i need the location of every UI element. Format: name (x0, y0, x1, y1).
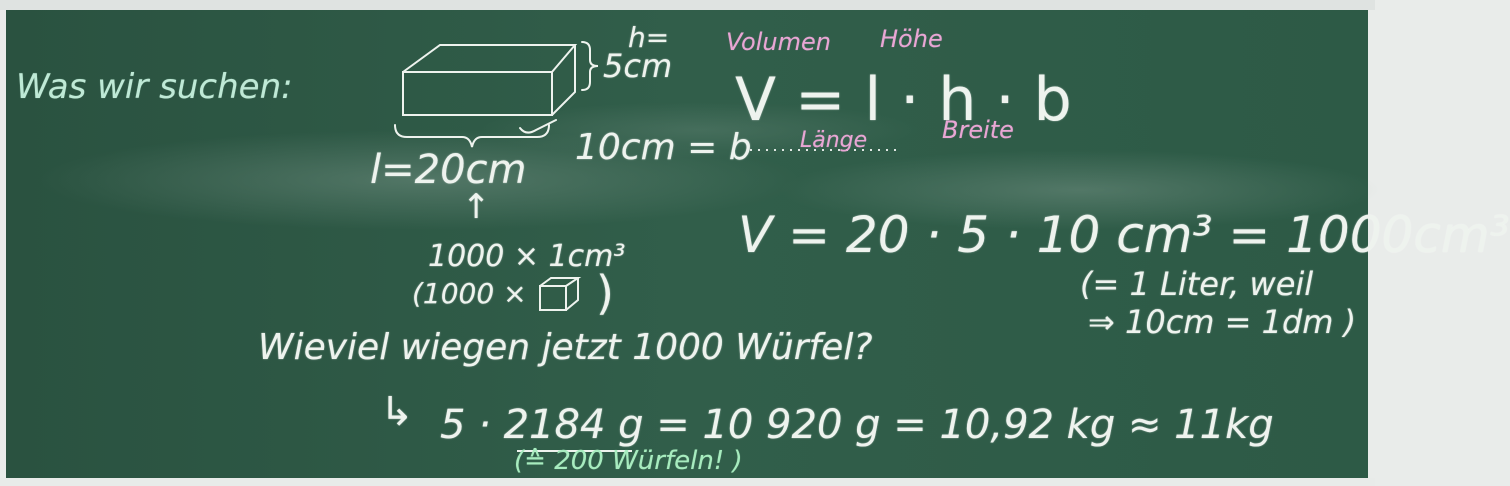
board-frame-bottom (0, 478, 1375, 486)
height-label-value: 5cm (603, 47, 673, 85)
volume-calculation: V = 20 · 5 · 10 cm³ = 1000cm³ (738, 206, 1510, 264)
heading-text: Was wir suchen: (16, 67, 293, 107)
cube-count-line: 1000 × 1cm³ (428, 239, 626, 274)
answer-arrow: ↳ (380, 389, 414, 435)
answer-note: (≙ 200 Würfeln! ) (514, 446, 743, 476)
question-text: Wieviel wiegen jetzt 1000 Würfel? (258, 327, 873, 368)
length-label: l=20cm (370, 147, 527, 193)
hoehe-label: Höhe (880, 25, 943, 53)
height-label-h: h= (628, 21, 670, 54)
answer-line: 5 · 2184 g = 10 920 g = 10,92 kg ≈ 11kg (440, 402, 1274, 448)
volume-formula: V = l · h · b (735, 65, 1072, 135)
liter-note-line1: (= 1 Liter, weil (1080, 265, 1314, 303)
width-label: 10cm = b (575, 127, 752, 168)
board-surface (6, 10, 1368, 478)
up-arrow: ↑ (462, 187, 491, 227)
brace-marks (394, 41, 599, 148)
box-sketch (402, 44, 578, 116)
cube-icon (539, 277, 582, 311)
board-frame-top (0, 0, 1375, 10)
breite-label: Breite (942, 116, 1014, 144)
chalkboard-background (0, 0, 1380, 486)
cube-count-line2-end: ) (596, 266, 614, 320)
liter-note-line2: ⇒ 10cm = 1dm ) (1088, 303, 1357, 341)
laenge-label: Länge (800, 128, 868, 153)
eraser-smudge (780, 150, 1380, 230)
eraser-smudge (480, 102, 920, 158)
volumen-label: Volumen (726, 28, 831, 56)
cube-count-line2: (1000 × (412, 277, 527, 310)
